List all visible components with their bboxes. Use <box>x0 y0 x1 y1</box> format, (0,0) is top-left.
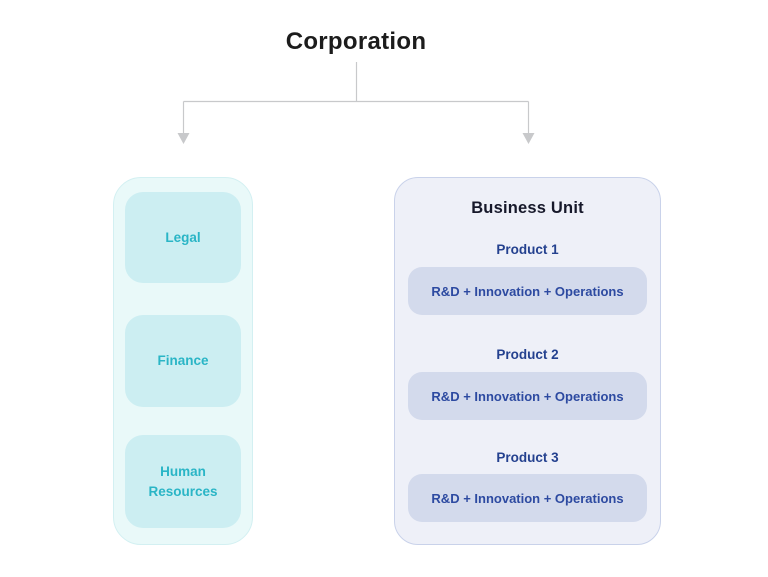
departments-panel: Legal Finance Human Resources <box>113 177 253 545</box>
product-2-label: Product 2 <box>496 347 559 362</box>
left-arrowhead-down-icon <box>177 133 190 144</box>
product-2-functions-pill: R&D + Innovation + Operations <box>408 372 647 420</box>
department-card-legal: Legal <box>125 192 241 283</box>
corporation-title: Corporation <box>285 28 427 55</box>
product-3-functions-pill: R&D + Innovation + Operations <box>408 474 647 522</box>
department-card-human-resources: Human Resources <box>125 435 241 528</box>
business-unit-panel: Business Unit Product 1 R&D + Innovation… <box>394 177 661 545</box>
department-card-finance: Finance <box>125 315 241 407</box>
product-1-functions-pill: R&D + Innovation + Operations <box>408 267 647 315</box>
right-arrowhead-down-icon <box>522 133 535 144</box>
product-1-label: Product 1 <box>496 242 559 257</box>
business-unit-title: Business Unit <box>471 199 584 217</box>
product-3-label: Product 3 <box>496 450 559 465</box>
